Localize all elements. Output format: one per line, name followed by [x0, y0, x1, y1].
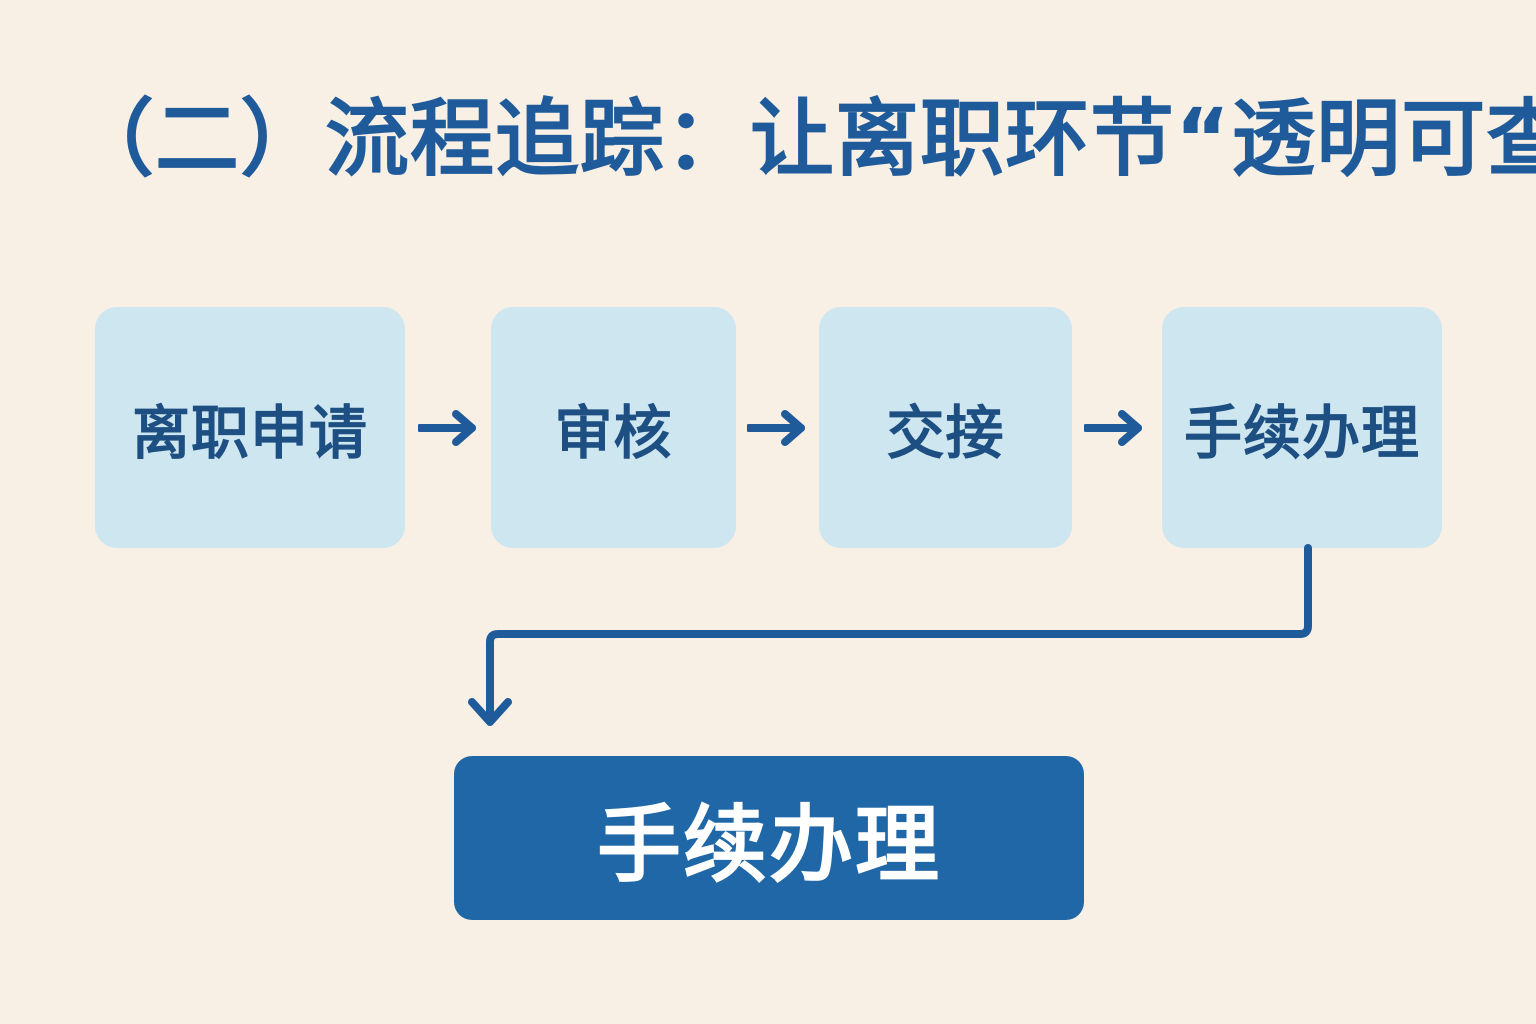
- step-label: 交接: [886, 398, 1005, 467]
- final-step-procedures: 手续办理: [454, 756, 1084, 920]
- arrow-right-icon: [1084, 410, 1142, 446]
- step-label: 手续办理: [1183, 398, 1420, 467]
- step-handover: 交接: [819, 307, 1072, 548]
- arrow-right-icon: [747, 410, 805, 446]
- step-resignation-application: 离职申请: [95, 307, 405, 548]
- arrow-right-icon: [418, 410, 476, 446]
- page-title: （二）流程追踪：让离职环节“透明可查: [70, 90, 1536, 188]
- step-label: 离职申请: [131, 398, 368, 467]
- step-review: 审核: [491, 307, 736, 548]
- arrow-down-icon: [468, 698, 512, 726]
- step-label: 审核: [554, 398, 673, 467]
- final-step-label: 手续办理: [596, 795, 941, 894]
- step-procedures: 手续办理: [1162, 307, 1442, 548]
